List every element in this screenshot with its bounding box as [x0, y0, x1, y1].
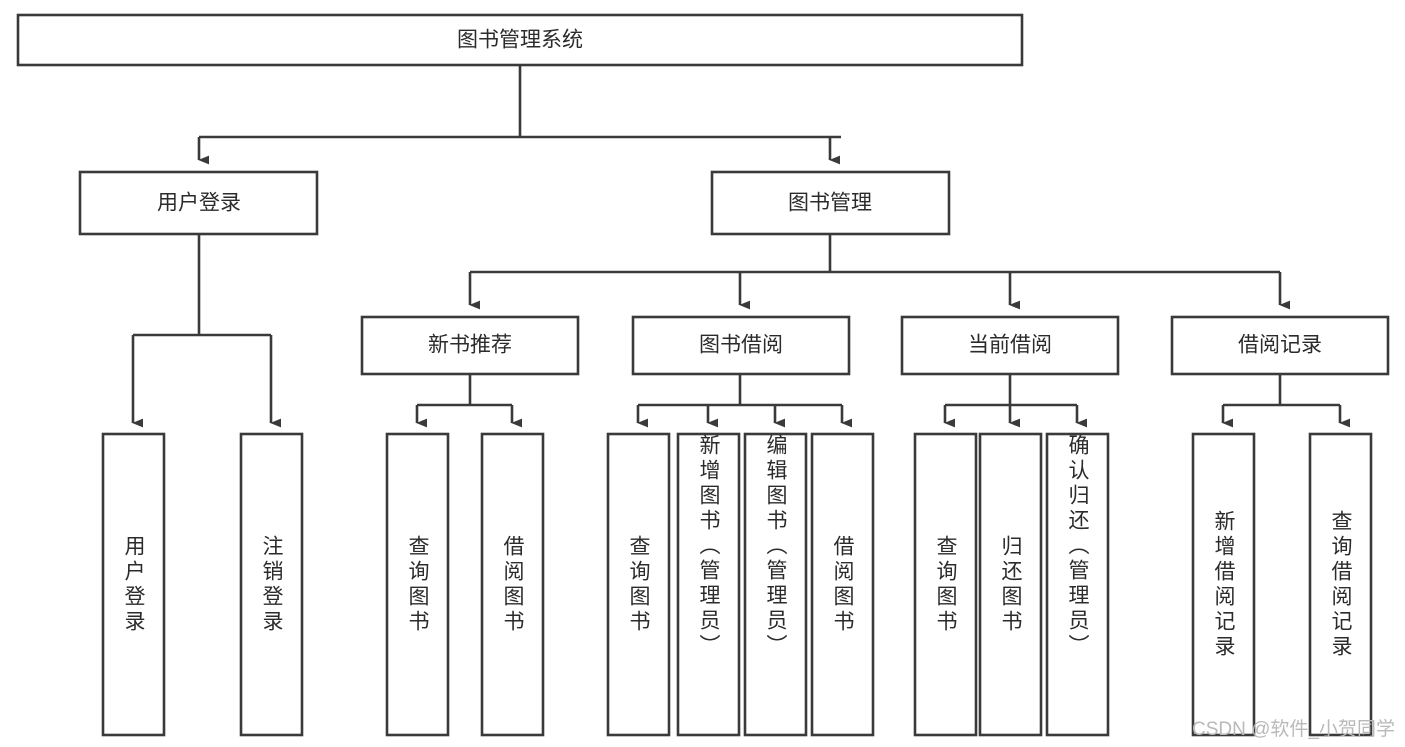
node-new-book-recommend-label: 新书推荐	[428, 334, 512, 357]
node-user-login[interactable]: 用户登录	[78, 170, 319, 236]
leaf-box-user-login	[101, 432, 166, 737]
watermark: CSDN @软件_小贺同学	[1192, 719, 1395, 740]
leaf-box-query-book-3	[913, 432, 978, 737]
leaf-box-borrow-book-2	[810, 432, 875, 737]
connector-current-borrow-to-leaves	[943, 374, 1088, 428]
node-book-borrow-label: 图书借阅	[699, 334, 783, 357]
node-current-borrow-label: 当前借阅	[968, 334, 1052, 357]
leaf-box-query-book-2	[606, 432, 671, 737]
connector-records-to-leaves	[1221, 374, 1351, 428]
connector-new-book-to-leaves	[415, 374, 523, 428]
node-book-management[interactable]: 图书管理	[710, 170, 951, 236]
leaf-box-logout	[239, 432, 304, 737]
node-current-borrow[interactable]: 当前借阅	[900, 315, 1120, 376]
node-root-label: 图书管理系统	[457, 29, 583, 52]
node-new-book-recommend[interactable]: 新书推荐	[360, 315, 580, 376]
leaf-box-add-record	[1191, 432, 1256, 737]
leaf-box-borrow-book-1	[480, 432, 545, 737]
leaf-box-confirm-return	[1045, 432, 1110, 737]
leaf-box-return-book	[978, 432, 1043, 737]
node-root[interactable]: 图书管理系统	[16, 13, 1024, 67]
leaf-box-add-book	[676, 432, 741, 737]
connector-borrow-to-leaves	[636, 374, 853, 428]
node-borrow-records[interactable]: 借阅记录	[1170, 315, 1390, 376]
node-user-login-label: 用户登录	[157, 192, 241, 215]
leaf-box-query-record	[1308, 432, 1373, 737]
connector-book-mgmt-to-level3	[468, 234, 1291, 310]
connector-user-login-to-leaves	[131, 234, 282, 428]
node-book-borrow[interactable]: 图书借阅	[631, 315, 851, 376]
leaf-box-query-book-1	[385, 432, 450, 737]
node-borrow-records-label: 借阅记录	[1238, 334, 1322, 357]
node-book-management-label: 图书管理	[788, 192, 872, 215]
connector-root-to-level2	[197, 65, 841, 165]
leaf-boxes	[101, 432, 1373, 737]
leaf-box-edit-book	[743, 432, 808, 737]
